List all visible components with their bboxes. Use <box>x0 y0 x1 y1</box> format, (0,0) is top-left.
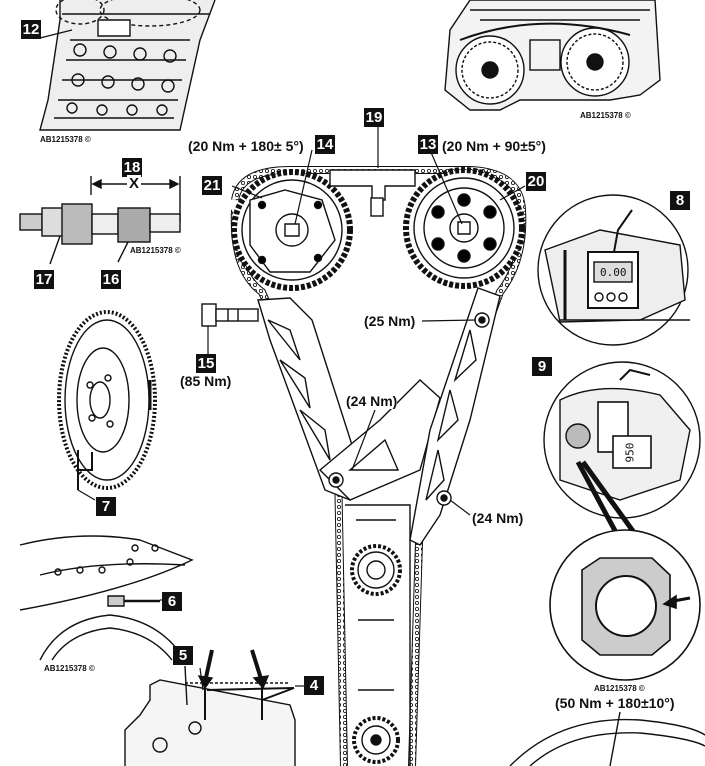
flywheel-illustration <box>57 310 157 490</box>
torque-15: (85 Nm) <box>180 373 232 389</box>
torque-upper-tensioner: (25 Nm) <box>364 313 416 329</box>
callout-17: 17 <box>34 270 54 289</box>
reference-code: AB1215378 © <box>44 664 95 673</box>
camshaft-housing-illustration <box>39 0 216 131</box>
reference-code: AB1215378 © <box>130 246 181 255</box>
callout-20: 20 <box>526 172 546 191</box>
dial-gauge-8-illustration <box>537 194 690 346</box>
locking-tool-illustration <box>19 203 181 265</box>
torque-crank: (50 Nm + 180±10°) <box>555 695 675 711</box>
dimension-x-label: X <box>127 175 142 192</box>
reference-code: AB1215378 © <box>40 135 91 144</box>
torque-guide: (24 Nm) <box>346 393 398 409</box>
callout-5: 5 <box>173 646 193 665</box>
callout-14: 14 <box>315 135 335 154</box>
magnified-detail-illustration <box>549 529 701 681</box>
callout-18: 18 <box>122 158 142 177</box>
callout-15: 15 <box>196 354 216 373</box>
cam-sprocket-illustration <box>444 0 661 111</box>
timing-chain-assembly <box>201 166 527 766</box>
callout-4: 4 <box>304 676 324 695</box>
torque-lower: (24 Nm) <box>472 510 524 526</box>
callout-6: 6 <box>162 592 182 611</box>
callout-9: 9 <box>532 357 552 376</box>
callout-13: 13 <box>418 135 438 154</box>
dial-gauge-8-readout: 0.00 <box>600 266 627 279</box>
dial-gauge-9-readout: 950 <box>623 442 637 463</box>
callout-21: 21 <box>202 176 222 195</box>
dial-gauge-9-illustration <box>543 361 701 542</box>
callout-8: 8 <box>670 191 690 210</box>
crank-pulley-illustration <box>509 711 705 766</box>
leader-lines <box>39 29 526 691</box>
reference-code: AB1215378 © <box>580 111 631 120</box>
callout-16: 16 <box>101 270 121 289</box>
callout-19: 19 <box>364 108 384 127</box>
crank-pin-illustration <box>19 535 194 661</box>
torque-14: (20 Nm + 180± 5°) <box>188 138 304 154</box>
callout-12: 12 <box>21 20 41 39</box>
torque-13: (20 Nm + 90±5°) <box>442 138 546 154</box>
cylinder-head-illustration <box>124 649 296 766</box>
callout-7: 7 <box>96 497 116 516</box>
reference-code: AB1215378 © <box>594 684 645 693</box>
